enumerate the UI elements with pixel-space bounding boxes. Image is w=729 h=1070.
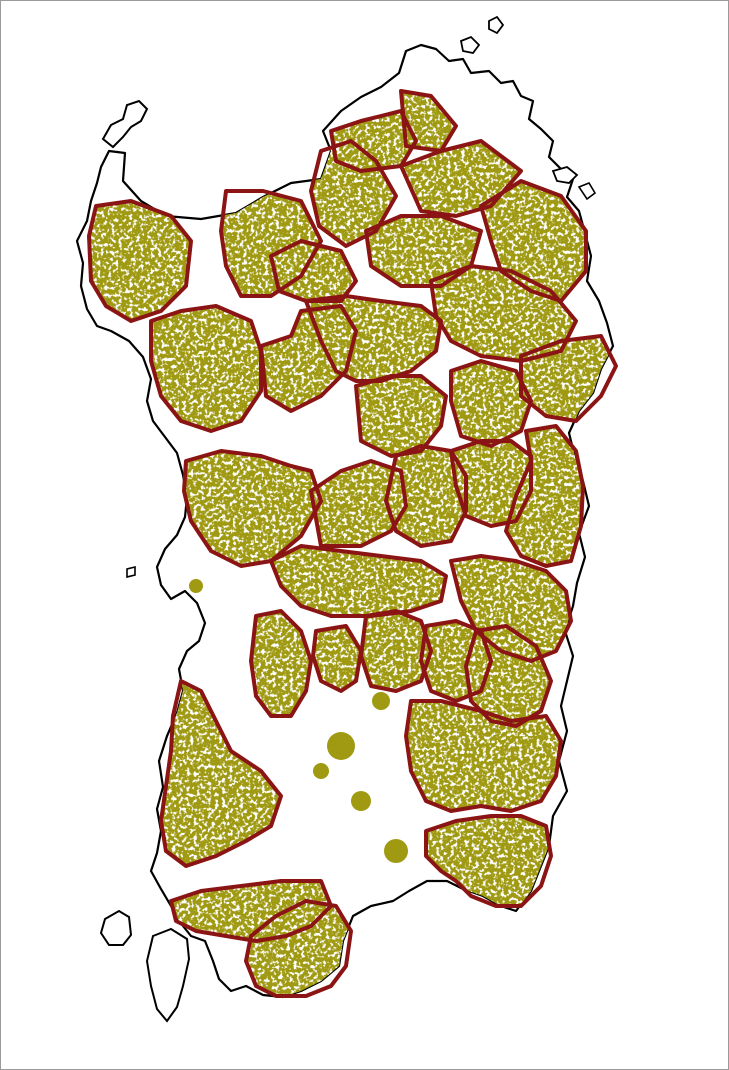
- forest-patch-7: [189, 579, 203, 593]
- forest-patch-2: [351, 791, 371, 811]
- district-arborea-boundary: [269, 544, 448, 618]
- forest-patch-3: [313, 763, 329, 779]
- island-san-pietro: [99, 909, 133, 946]
- district-nuoro-boundary: [354, 374, 448, 458]
- island-tavolara: [551, 166, 579, 184]
- district-goceano-boundary: [149, 304, 263, 433]
- district-mandrolisai-speckle: [311, 461, 406, 546]
- district-gallura-w-boundary: [309, 139, 398, 248]
- district-sulcis-n-speckle: [161, 681, 281, 866]
- district-sarrabus-n-speckle: [406, 701, 561, 811]
- district-sulcis-n-boundary: [159, 679, 283, 868]
- district-barbagia-speckle: [386, 446, 466, 546]
- island-maddalena-2: [488, 15, 505, 35]
- district-anglona-boundary: [219, 189, 323, 298]
- district-coghinas-boundary: [269, 239, 358, 303]
- district-trexenta-speckle: [361, 611, 431, 691]
- district-marghine-boundary: [304, 294, 443, 383]
- district-ogliastra-s-speckle: [506, 426, 583, 566]
- district-goceano-speckle: [151, 306, 261, 431]
- islet-west-1: [126, 565, 136, 579]
- district-sulcis-s-speckle: [246, 901, 351, 996]
- district-ogliastra-n-boundary: [449, 359, 533, 448]
- district-marmilla-w-boundary: [249, 609, 313, 718]
- district-north-3-boundary: [399, 89, 458, 153]
- district-logudoro-speckle: [366, 216, 481, 286]
- district-marmilla-c-speckle: [313, 626, 361, 691]
- district-arborea-speckle: [271, 546, 446, 616]
- district-ogliastra-s-boundary: [504, 424, 585, 568]
- district-montiferru-boundary: [182, 449, 323, 568]
- district-gerrei-w-boundary: [419, 619, 493, 703]
- district-monte-acuto-speckle: [431, 266, 576, 361]
- district-marmilla-c-boundary: [311, 624, 363, 693]
- district-coghinas-speckle: [271, 241, 356, 301]
- district-north-1-boundary: [329, 109, 418, 173]
- forest-patch-1: [327, 732, 355, 760]
- district-marghine-speckle: [306, 296, 441, 381]
- district-nurra-boundary: [87, 199, 193, 323]
- district-boundaries-layer: [87, 89, 618, 998]
- district-sulcis-s-boundary: [244, 899, 353, 998]
- district-sarrabus-n-boundary: [404, 699, 563, 813]
- district-iglesiente-boundary: [169, 879, 333, 943]
- district-gallura-e-boundary: [479, 179, 588, 303]
- district-mandrolisai-boundary: [309, 459, 408, 548]
- district-montiferru-speckle: [184, 451, 321, 566]
- island-sant-antioco: [145, 927, 191, 1023]
- district-sarrabus-s-boundary: [424, 814, 553, 908]
- district-ogliastra-n-speckle: [451, 361, 531, 446]
- district-nurra-speckle: [89, 201, 191, 321]
- forest-patch-4: [384, 839, 408, 863]
- district-north-2-speckle: [401, 141, 521, 216]
- district-meilogu-boundary: [259, 304, 358, 413]
- district-nuoro-speckle: [356, 376, 446, 456]
- forest-cover-layer: [89, 91, 613, 996]
- district-ogliastra-c-boundary: [449, 439, 533, 528]
- district-marmilla-w-speckle: [251, 611, 311, 716]
- district-barbagia-boundary: [384, 444, 468, 548]
- district-trexenta-boundary: [359, 609, 433, 693]
- islet-east-1: [577, 182, 597, 201]
- district-ogliastra-c-speckle: [451, 441, 531, 526]
- forest-patch-8: [372, 692, 390, 710]
- district-sarrabus-s-speckle: [426, 816, 551, 906]
- island-maddalena-1: [459, 35, 481, 54]
- district-gallura-w-speckle: [311, 141, 396, 246]
- island-asinara: [101, 99, 149, 149]
- district-monte-acuto-boundary: [429, 264, 578, 363]
